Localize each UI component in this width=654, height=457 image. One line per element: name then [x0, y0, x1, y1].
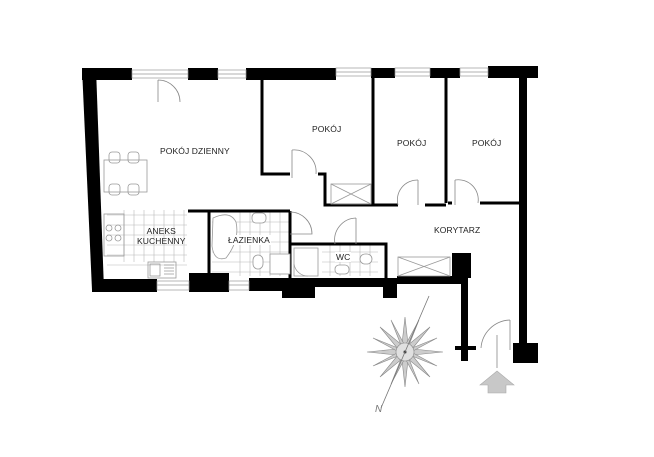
compass-north-label: N — [375, 404, 383, 415]
room-label-corridor: KORYTARZ — [434, 225, 481, 235]
kitchen-label-line-2: KUCHENNY — [137, 236, 186, 246]
windows — [131, 67, 489, 291]
closets — [330, 183, 451, 277]
entrance-arrow-icon — [479, 370, 515, 394]
bathroom-fixtures — [211, 212, 373, 277]
room-label-bathroom: ŁAZIENKA — [227, 235, 271, 245]
interior-walls — [188, 78, 519, 278]
room-label-room-3: POKÓJ — [472, 138, 502, 148]
dining-set — [103, 151, 148, 196]
compass-rose-icon — [366, 295, 444, 409]
kitchen-fixtures — [103, 213, 177, 279]
kitchen-label-line-1: ANEKS — [146, 226, 176, 236]
room-label-room-2: POKÓJ — [397, 138, 427, 148]
doors — [157, 79, 511, 368]
room-label-living: POKÓJ DZIENNY — [160, 146, 230, 156]
room-label-room-1: POKÓJ — [312, 124, 342, 134]
room-label-kitchen: ANEKS KUCHENNY — [137, 226, 186, 246]
walls — [82, 66, 538, 363]
room-label-wc: WC — [335, 252, 352, 262]
